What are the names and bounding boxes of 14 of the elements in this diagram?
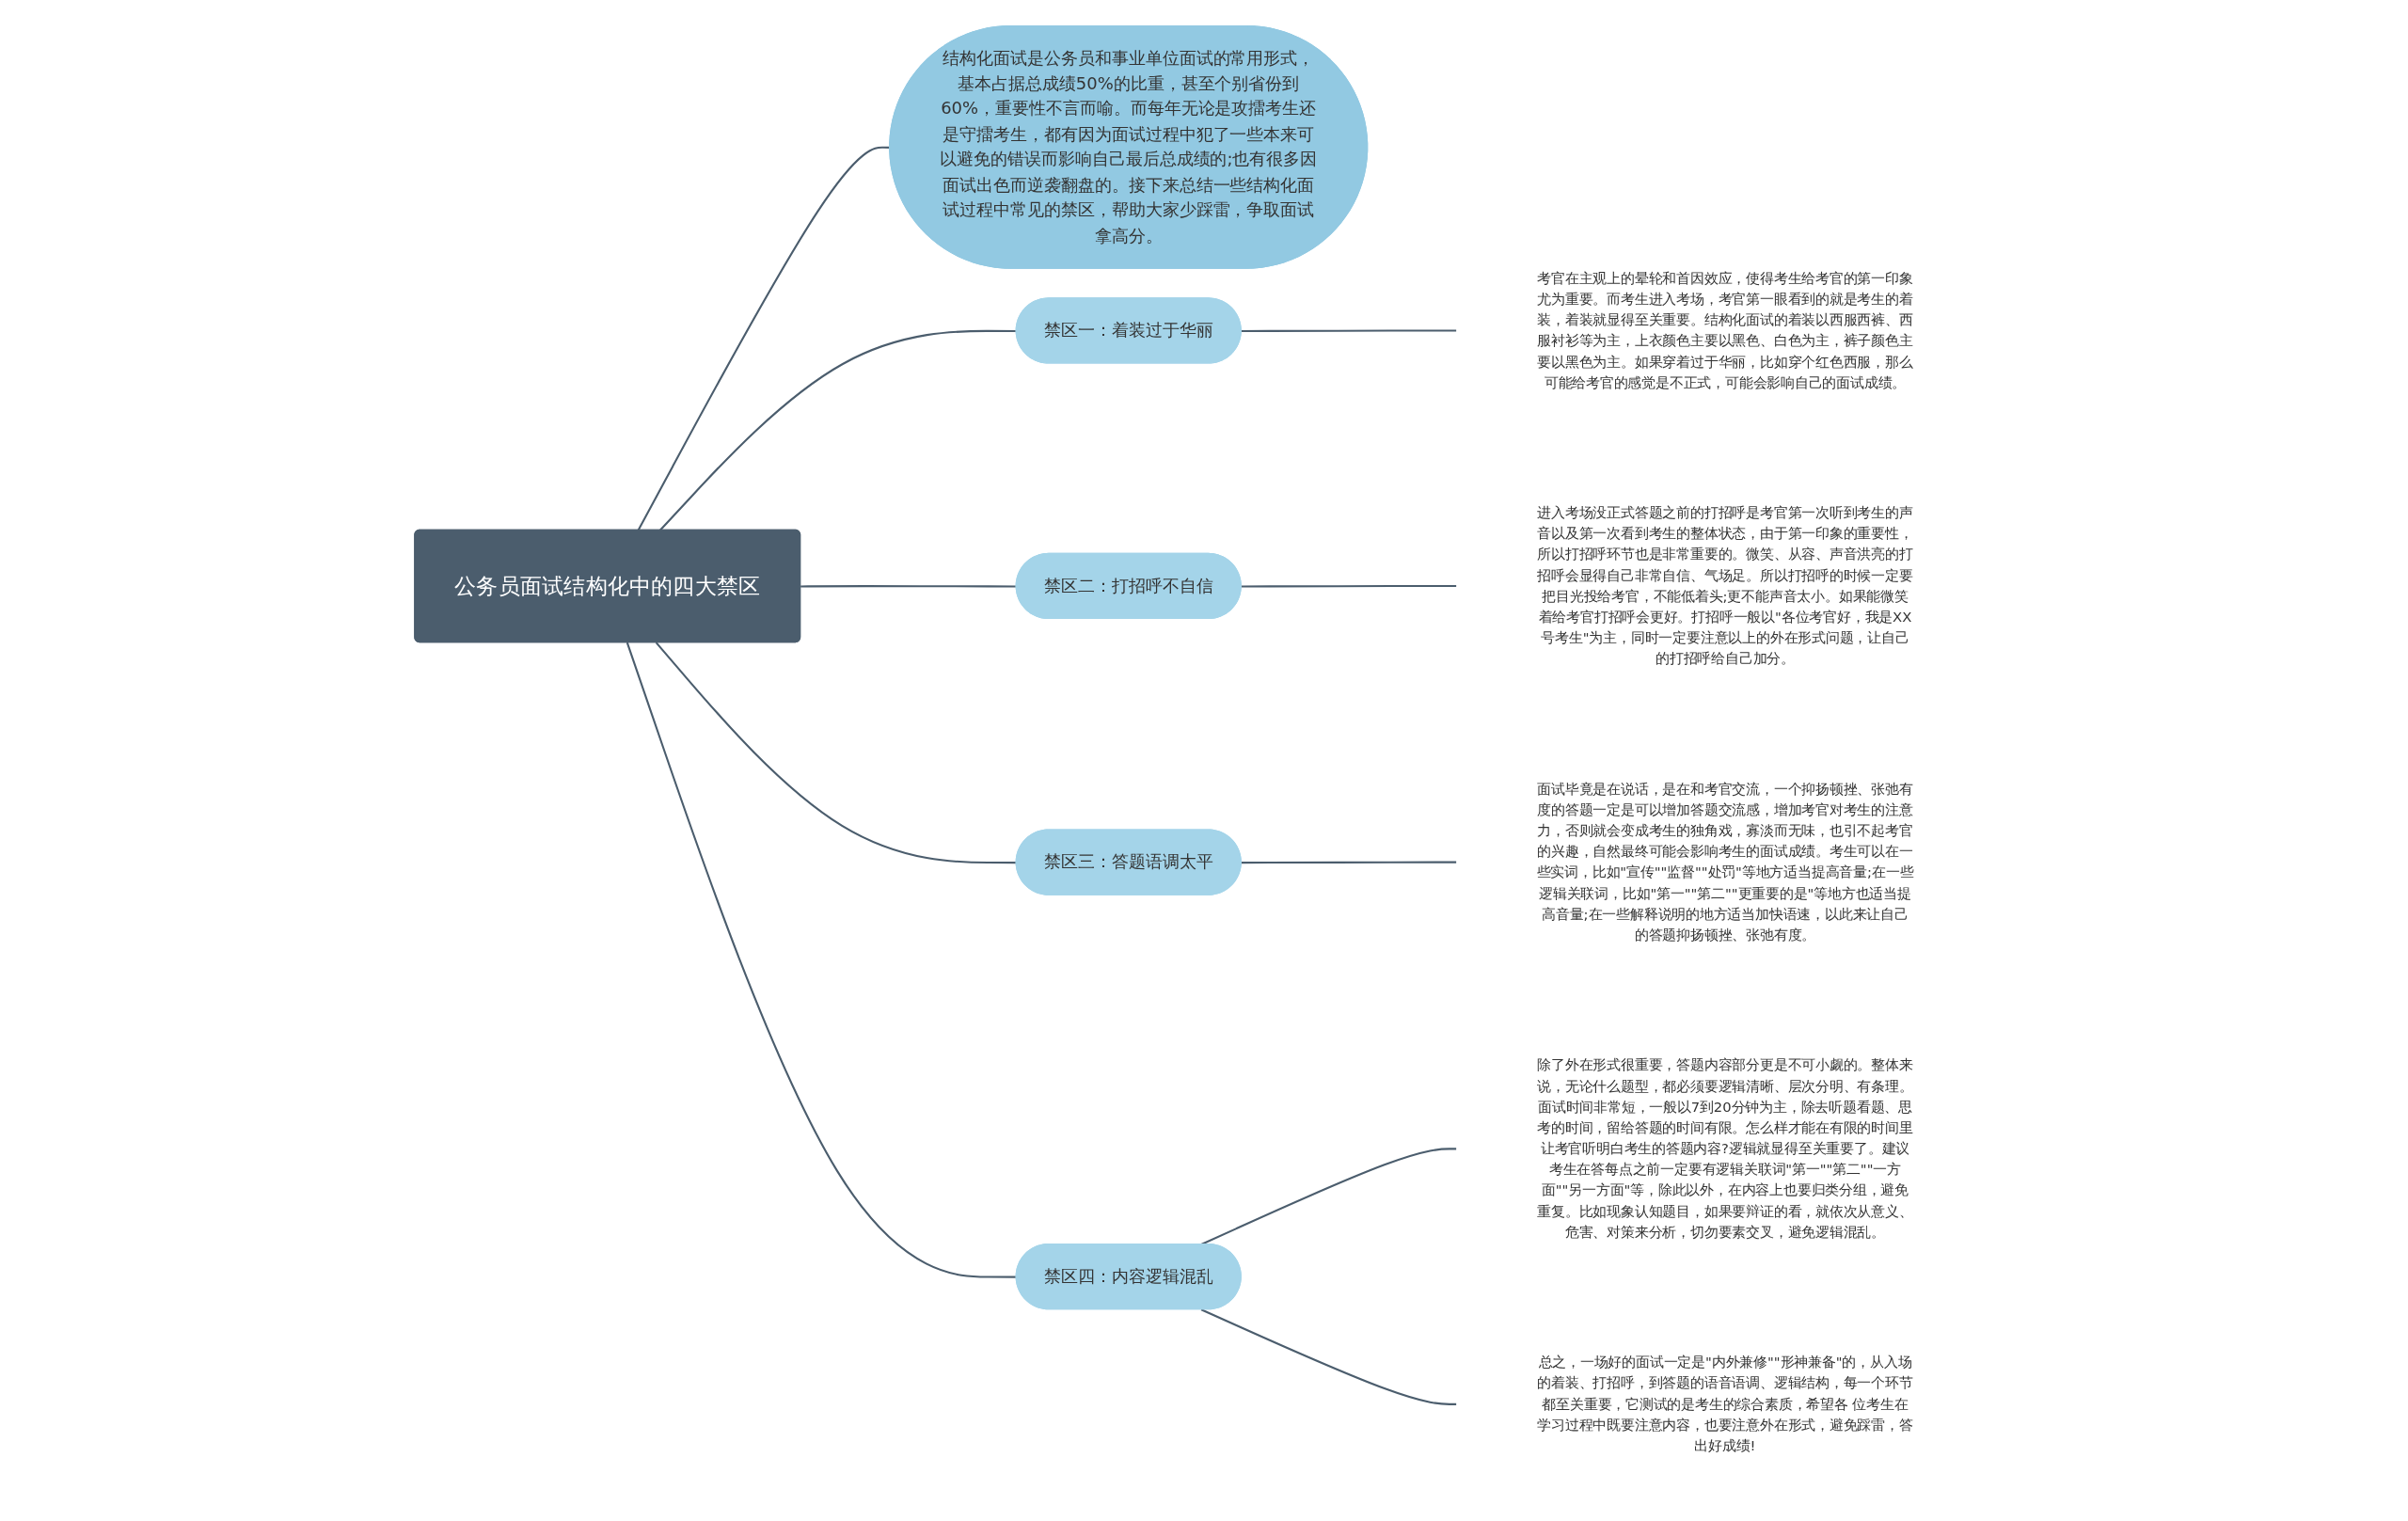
node-text: 除了外在形式很重要，答题内容部分更是不可小觑的。整体来说，无论什么题型，都必须要逻辑清晰、层次分明、有条理。面试时间非常短，一般以7到20分钟为主，除去听题看题、思考的时间，留给答题的时间有限。怎么样才能在有限的时间里让考官听明白考生的答题内容?逻辑就显得至关重要了。建议考生在答每点之前一定要有逻辑关联词"第一""第二""一方面""另一方面"等，除此以外，在内容上也要归类分组，避免重复。比如现象认知题目，如果要辩证的看，就依次从意义、危害、对策来分析，切勿要素交叉，避免逻辑混乱。 — [1537, 1056, 1913, 1240]
connector — [1241, 861, 1457, 863]
node-text: 考官在主观上的晕轮和首因效应，使得考生给考官的第一印象尤为重要。而考生进入考场，考官第一眼看到的就是考生的着装，着装就显得至关重要。结构化面试的着装以西服西裤、西服衬衫等为主，上衣颜色主要以黑色、白色为主，裤子颜色主要以黑色为主。如果穿着过于华丽，比如穿个红色西服，那么可能给考官的感觉是不正式，可能会影响自己的面试成绩。 — [1537, 269, 1913, 390]
connector — [659, 329, 1017, 531]
connector — [1241, 328, 1457, 332]
connector — [1241, 584, 1457, 588]
connector — [800, 584, 1017, 588]
node-text: 总之，一场好的面试一定是"内外兼修""形神兼备"的，从入场的着装、打招呼，到答题的语音语调、逻辑结构，每一个环节都至关重要，它测试的是考生的综合素质，希望各 位考生在学习过程中既要注意内容，也要注意外在形式，避免踩雷，答出好成绩! — [1537, 1353, 1913, 1453]
connector — [655, 642, 1017, 863]
connector — [1200, 1147, 1457, 1245]
connector — [1200, 1307, 1457, 1405]
connector — [626, 642, 1017, 1278]
node-text: 进入考场没正式答题之前的打招呼是考官第一次听到考生的声音以及第一次看到考生的整体状态，由于第一印象的重要性，所以打招呼环节也是非常重要的。微笑、从容、声音洪亮的打招呼会显得自己非常自信、气场足。所以打招呼的时候一定要把目光投给考官，不能低着头;更不能声音太小。如果能微笑着给考官打招呼会更好。打招呼一般以"各位考官好，我是XX号考生"为主，同时一定要注意以上的外在形式问题，让自己的打招呼给自己加分。 — [1537, 503, 1913, 667]
node-text: 面试毕竟是在说话，是在和考官交流，一个抑扬顿挫、张弛有度的答题一定是可以增加答题交流感，增加考官对考生的注意力，否则就会变成考生的独角戏，寡淡而无味，也引不起考官的兴趣，自然最终可能会影响考生的面试成绩。考生可以在一些实词，比如"宣传""监督""处罚"等地方适当提高音量;在一些逻辑关联词，比如"第一""第二""更重要的是"等地方也适当提高音量;在一些解释说明的地方适当加快语速，以此来让自己的答题抑扬顿挫、张弛有度。 — [1536, 780, 1914, 943]
